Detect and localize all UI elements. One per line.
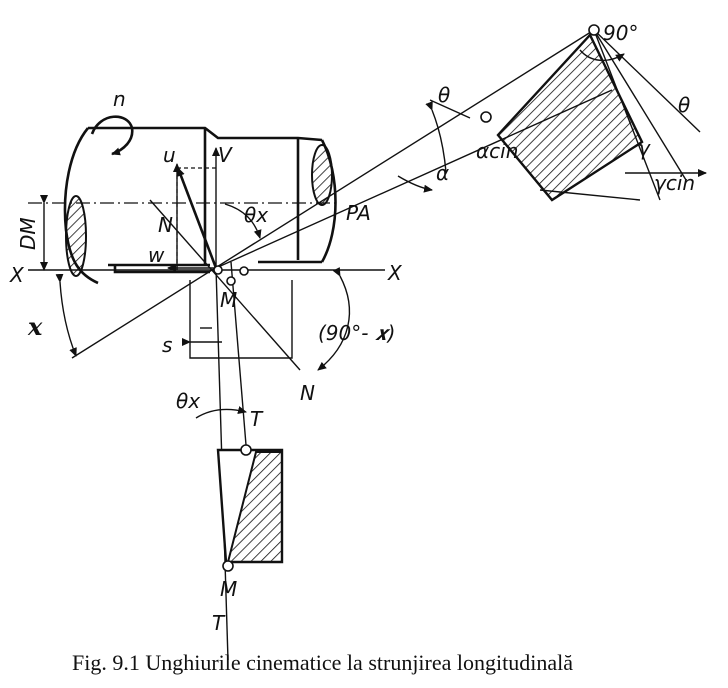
label-n-left: N [158, 213, 173, 237]
label-pa: PA [346, 201, 371, 225]
label-90-kappa: (90°- 𝒙) [318, 321, 396, 345]
label-dm: DM [16, 217, 40, 250]
label-gamma: γ [638, 136, 651, 160]
label-n: n [113, 87, 126, 111]
tool-holder: s [162, 280, 293, 359]
tool-upper: 90° θ α αcin θ γ γcin [397, 21, 707, 202]
label-m-bottom: M [220, 577, 237, 601]
label-n-bottom: N [300, 381, 315, 405]
label-v: V [218, 143, 233, 167]
label-t-top: T [250, 407, 264, 431]
label-x-left: X [9, 263, 25, 287]
angle-kappa: 𝒙 [27, 273, 77, 357]
label-t-bottom: T [212, 611, 226, 635]
angle-90-minus-kappa: (90°- 𝒙) [317, 267, 396, 371]
label-alpha-cin: αcin [476, 139, 518, 163]
line-t-2 [230, 261, 247, 446]
velocity-vectors: u V N w θx [148, 143, 268, 272]
label-kappa: 𝒙 [27, 312, 43, 341]
tool-lower: θx T M T [176, 389, 284, 635]
label-gamma-cin: γcin [654, 171, 695, 195]
label-theta-x-bottom: θx [176, 389, 200, 413]
line-n [149, 199, 301, 371]
label-s: s [162, 333, 172, 357]
label-w: w [148, 243, 165, 267]
figure-caption: Fig. 9.1 Unghiurile cinematice la strunj… [72, 650, 573, 675]
label-m-top: M [220, 288, 237, 312]
dimension-dm: DM [16, 195, 48, 271]
rotation-arrow-n: n [90, 87, 134, 156]
label-theta-top: θ [438, 83, 450, 107]
label-u: u [163, 143, 176, 167]
label-x-right: X [387, 261, 403, 285]
label-theta-x-top: θx [244, 203, 268, 227]
workpiece [63, 126, 337, 285]
label-90: 90° [603, 21, 638, 45]
label-alpha: α [436, 161, 449, 185]
line-pa-main [71, 29, 595, 359]
contact-points: M [213, 265, 249, 312]
label-theta-right: θ [678, 93, 690, 117]
